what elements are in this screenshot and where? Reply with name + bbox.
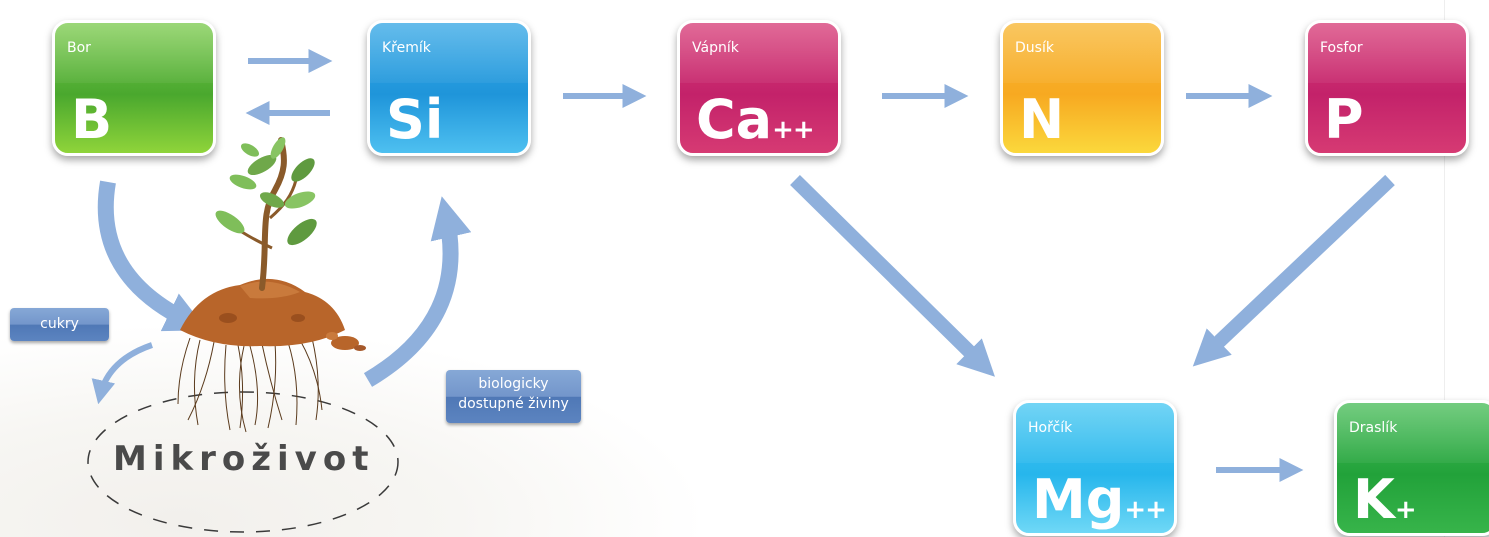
element-symbol: Ca++ [696, 88, 815, 151]
biologicky-label: biologicky dostupné živiny [446, 370, 581, 423]
element-symbol: K+ [1353, 468, 1417, 531]
tile-bor: Bor B [52, 20, 216, 156]
tile-label: Křemík [382, 40, 431, 56]
element-symbol: Mg++ [1032, 468, 1167, 531]
element-symbol: P [1324, 88, 1364, 151]
mikrozivot-label: Mikroživot [113, 439, 375, 479]
element-symbol: N [1019, 88, 1065, 151]
tile-label: Fosfor [1320, 40, 1363, 56]
tile-fosfor: Fosfor P [1305, 20, 1469, 156]
roots [177, 337, 323, 433]
plant-illustration [215, 137, 317, 291]
tile-label: Vápník [692, 40, 739, 56]
tile-label: Hořčík [1028, 420, 1073, 436]
tile-dusik: Dusík N [1000, 20, 1164, 156]
element-symbol: Si [386, 88, 444, 151]
arrow-soil-to-si [363, 196, 472, 387]
tile-draslik: Draslík K+ [1334, 400, 1489, 536]
soil-mound [180, 278, 366, 351]
cukry-label: cukry [10, 308, 109, 341]
arrow-p-to-mg [1192, 174, 1395, 367]
arrow-b-to-soil [97, 180, 208, 332]
tile-label: Dusík [1015, 40, 1054, 56]
tile-label: Draslík [1349, 420, 1398, 436]
arrow-soil-to-mikro [91, 342, 153, 405]
tile-horcik: Hořčík Mg++ [1013, 400, 1177, 536]
tile-label: Bor [67, 40, 91, 56]
edge-line [1444, 0, 1445, 537]
tile-kremik: Křemík Si [367, 20, 531, 156]
element-symbol: B [71, 88, 113, 151]
tile-vapnik: Vápník Ca++ [677, 20, 841, 156]
arrow-ca-to-mg [790, 175, 995, 377]
